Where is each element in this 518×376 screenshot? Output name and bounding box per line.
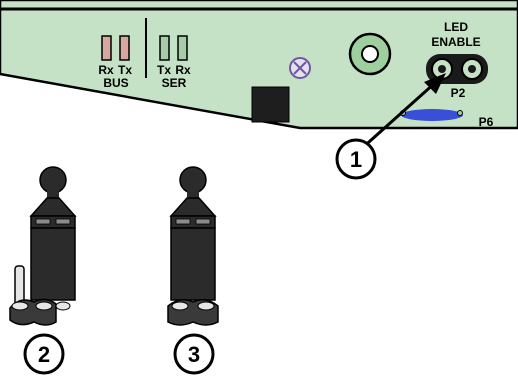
callout-1-number: 1 <box>350 147 362 172</box>
jumper-2 <box>9 166 77 326</box>
ser-tx-led <box>159 35 170 61</box>
bus-led-group: Rx Tx BUS <box>98 35 132 90</box>
ser-rx-label: Rx <box>175 63 191 77</box>
callout-1-circle <box>335 138 377 180</box>
jumper-3 <box>167 166 219 326</box>
led-enable-label-line1: LED <box>444 20 468 34</box>
bus-tx-label: Tx <box>118 63 132 77</box>
callout-1-leader <box>358 80 438 152</box>
black-component <box>251 86 290 123</box>
mounting-pad-icon <box>348 32 392 76</box>
callout-3: 3 <box>173 333 215 375</box>
ser-group-label: SER <box>162 76 187 90</box>
bus-group-label: BUS <box>103 76 128 90</box>
callout-1-arrowhead <box>424 73 446 94</box>
ser-led-group: Tx Rx SER <box>157 35 191 90</box>
circuit-board <box>0 0 518 130</box>
callout-2-circle <box>23 333 65 375</box>
callout-2-number: 2 <box>38 342 50 367</box>
ser-rx-led <box>177 35 188 61</box>
bus-tx-led <box>119 35 130 61</box>
p6-connector-shape <box>401 109 463 121</box>
ser-tx-label: Tx <box>157 63 171 77</box>
led-enable-label-line2: ENABLE <box>431 35 480 49</box>
callout-1: 1 <box>335 73 446 180</box>
callout-2: 2 <box>23 333 65 375</box>
bus-rx-led <box>101 35 112 61</box>
callout-3-number: 3 <box>188 342 200 367</box>
crossed-component-icon <box>289 57 311 79</box>
board-outline <box>0 0 518 130</box>
bus-rx-label: Rx <box>98 63 114 77</box>
p6-label: P6 <box>479 115 494 129</box>
header-ref-label: P2 <box>451 86 466 100</box>
callout-3-circle <box>173 333 215 375</box>
